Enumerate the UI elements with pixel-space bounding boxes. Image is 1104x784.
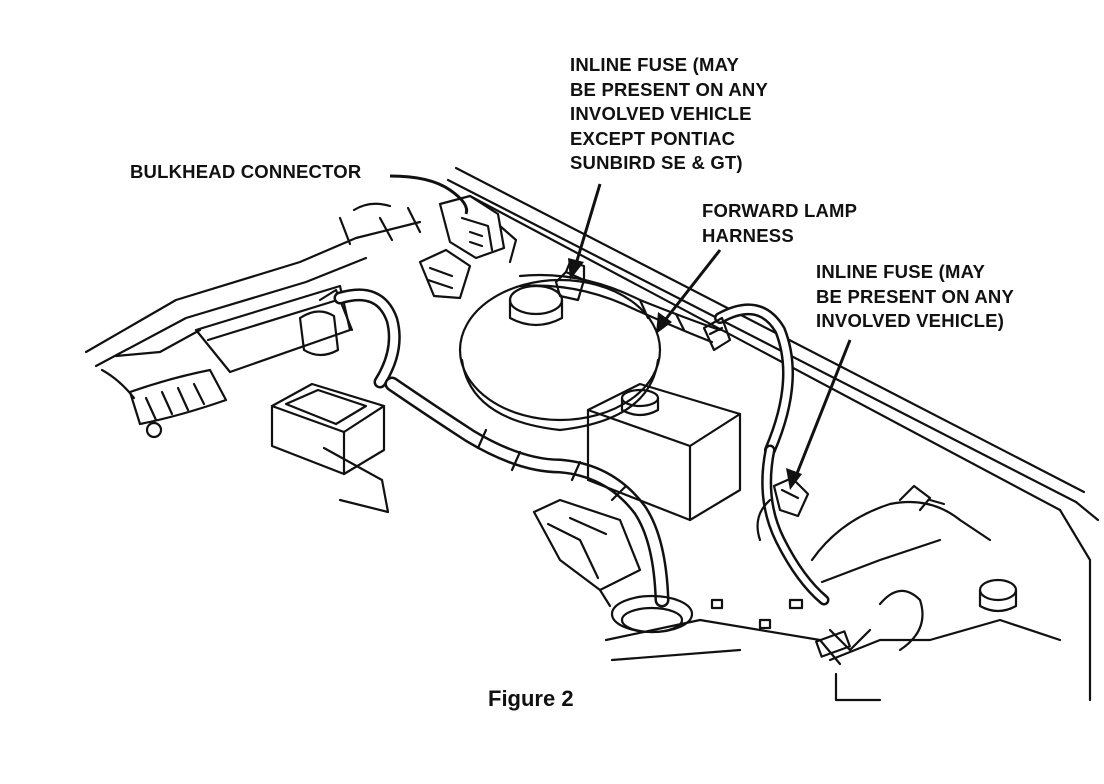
relay-module [418,248,472,300]
bulkhead-connector-shape [438,194,518,264]
lamp-harness-arrowhead [656,312,672,334]
coolant-reservoir [586,382,742,522]
left-fender [84,202,422,368]
wiring-harness [333,273,830,608]
center-fuse-arrowhead [568,258,584,280]
air-intake-duct [100,284,354,439]
forward-lamp-connector [702,316,732,352]
inline-fuse-right-label: INLINE FUSE (MAY BE PRESENT ON ANY INVOL… [816,261,1015,331]
lamp-harness-leader-line [660,249,722,325]
center-fuse-leader-line [574,183,602,265]
strut-tower [810,484,1062,702]
figure-caption: Figure 2 [488,686,574,711]
right-fuse-arrowhead [786,468,802,490]
battery-box [270,382,390,514]
lower-bracket [532,498,642,608]
fender-edge-lines [446,166,1100,702]
lower-floor-panel [604,594,842,666]
forward-lamp-harness-label: FORWARD LAMP HARNESS [702,200,858,246]
air-cleaner [458,278,662,432]
inline-fuse-center-label: INLINE FUSE (MAY BE PRESENT ON ANY INVOL… [570,54,769,173]
right-fuse-leader-line [794,339,852,477]
bulkhead-leader-line [389,174,469,215]
bulkhead-connector-label: BULKHEAD CONNECTOR [130,161,362,182]
